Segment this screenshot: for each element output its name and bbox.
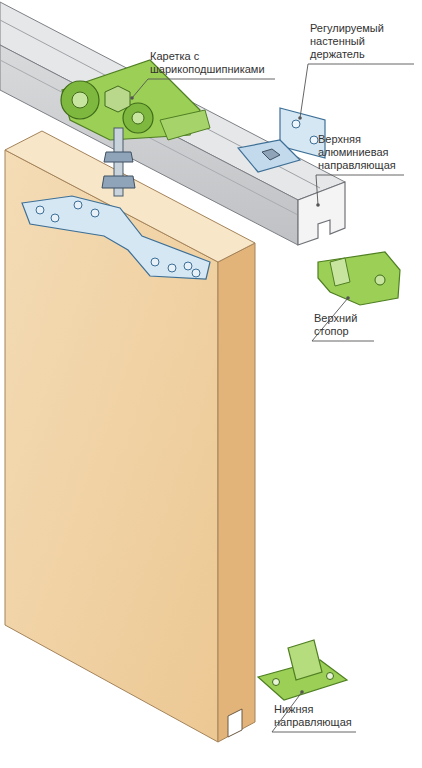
leader-line xyxy=(132,79,275,98)
leader-dot xyxy=(316,203,320,207)
top-stopper xyxy=(318,252,400,305)
callout-label: Верхняя алюминиевая направляющая xyxy=(318,133,404,172)
carriage xyxy=(61,60,210,196)
callout-label: Каретка с шарикоподшипниками xyxy=(150,50,275,76)
leader-line xyxy=(316,175,404,205)
leader-dot xyxy=(130,96,134,100)
callout-label: Нижняя направляющая xyxy=(274,703,356,729)
bottom-guide xyxy=(258,640,347,700)
door-panel xyxy=(5,131,255,742)
leader-line xyxy=(312,298,374,341)
aluminium-rail xyxy=(0,2,345,245)
leader-line xyxy=(300,64,414,118)
door-mounting-plate xyxy=(22,196,210,279)
callout-label: Регулируемый настенный держатель xyxy=(310,22,414,61)
leader-dot xyxy=(346,296,350,300)
wall-bracket xyxy=(238,108,325,172)
leader-line xyxy=(272,692,356,732)
leader-dot xyxy=(298,116,302,120)
leader-dot xyxy=(300,690,304,694)
callout-label: Верхний стопор xyxy=(314,312,374,338)
